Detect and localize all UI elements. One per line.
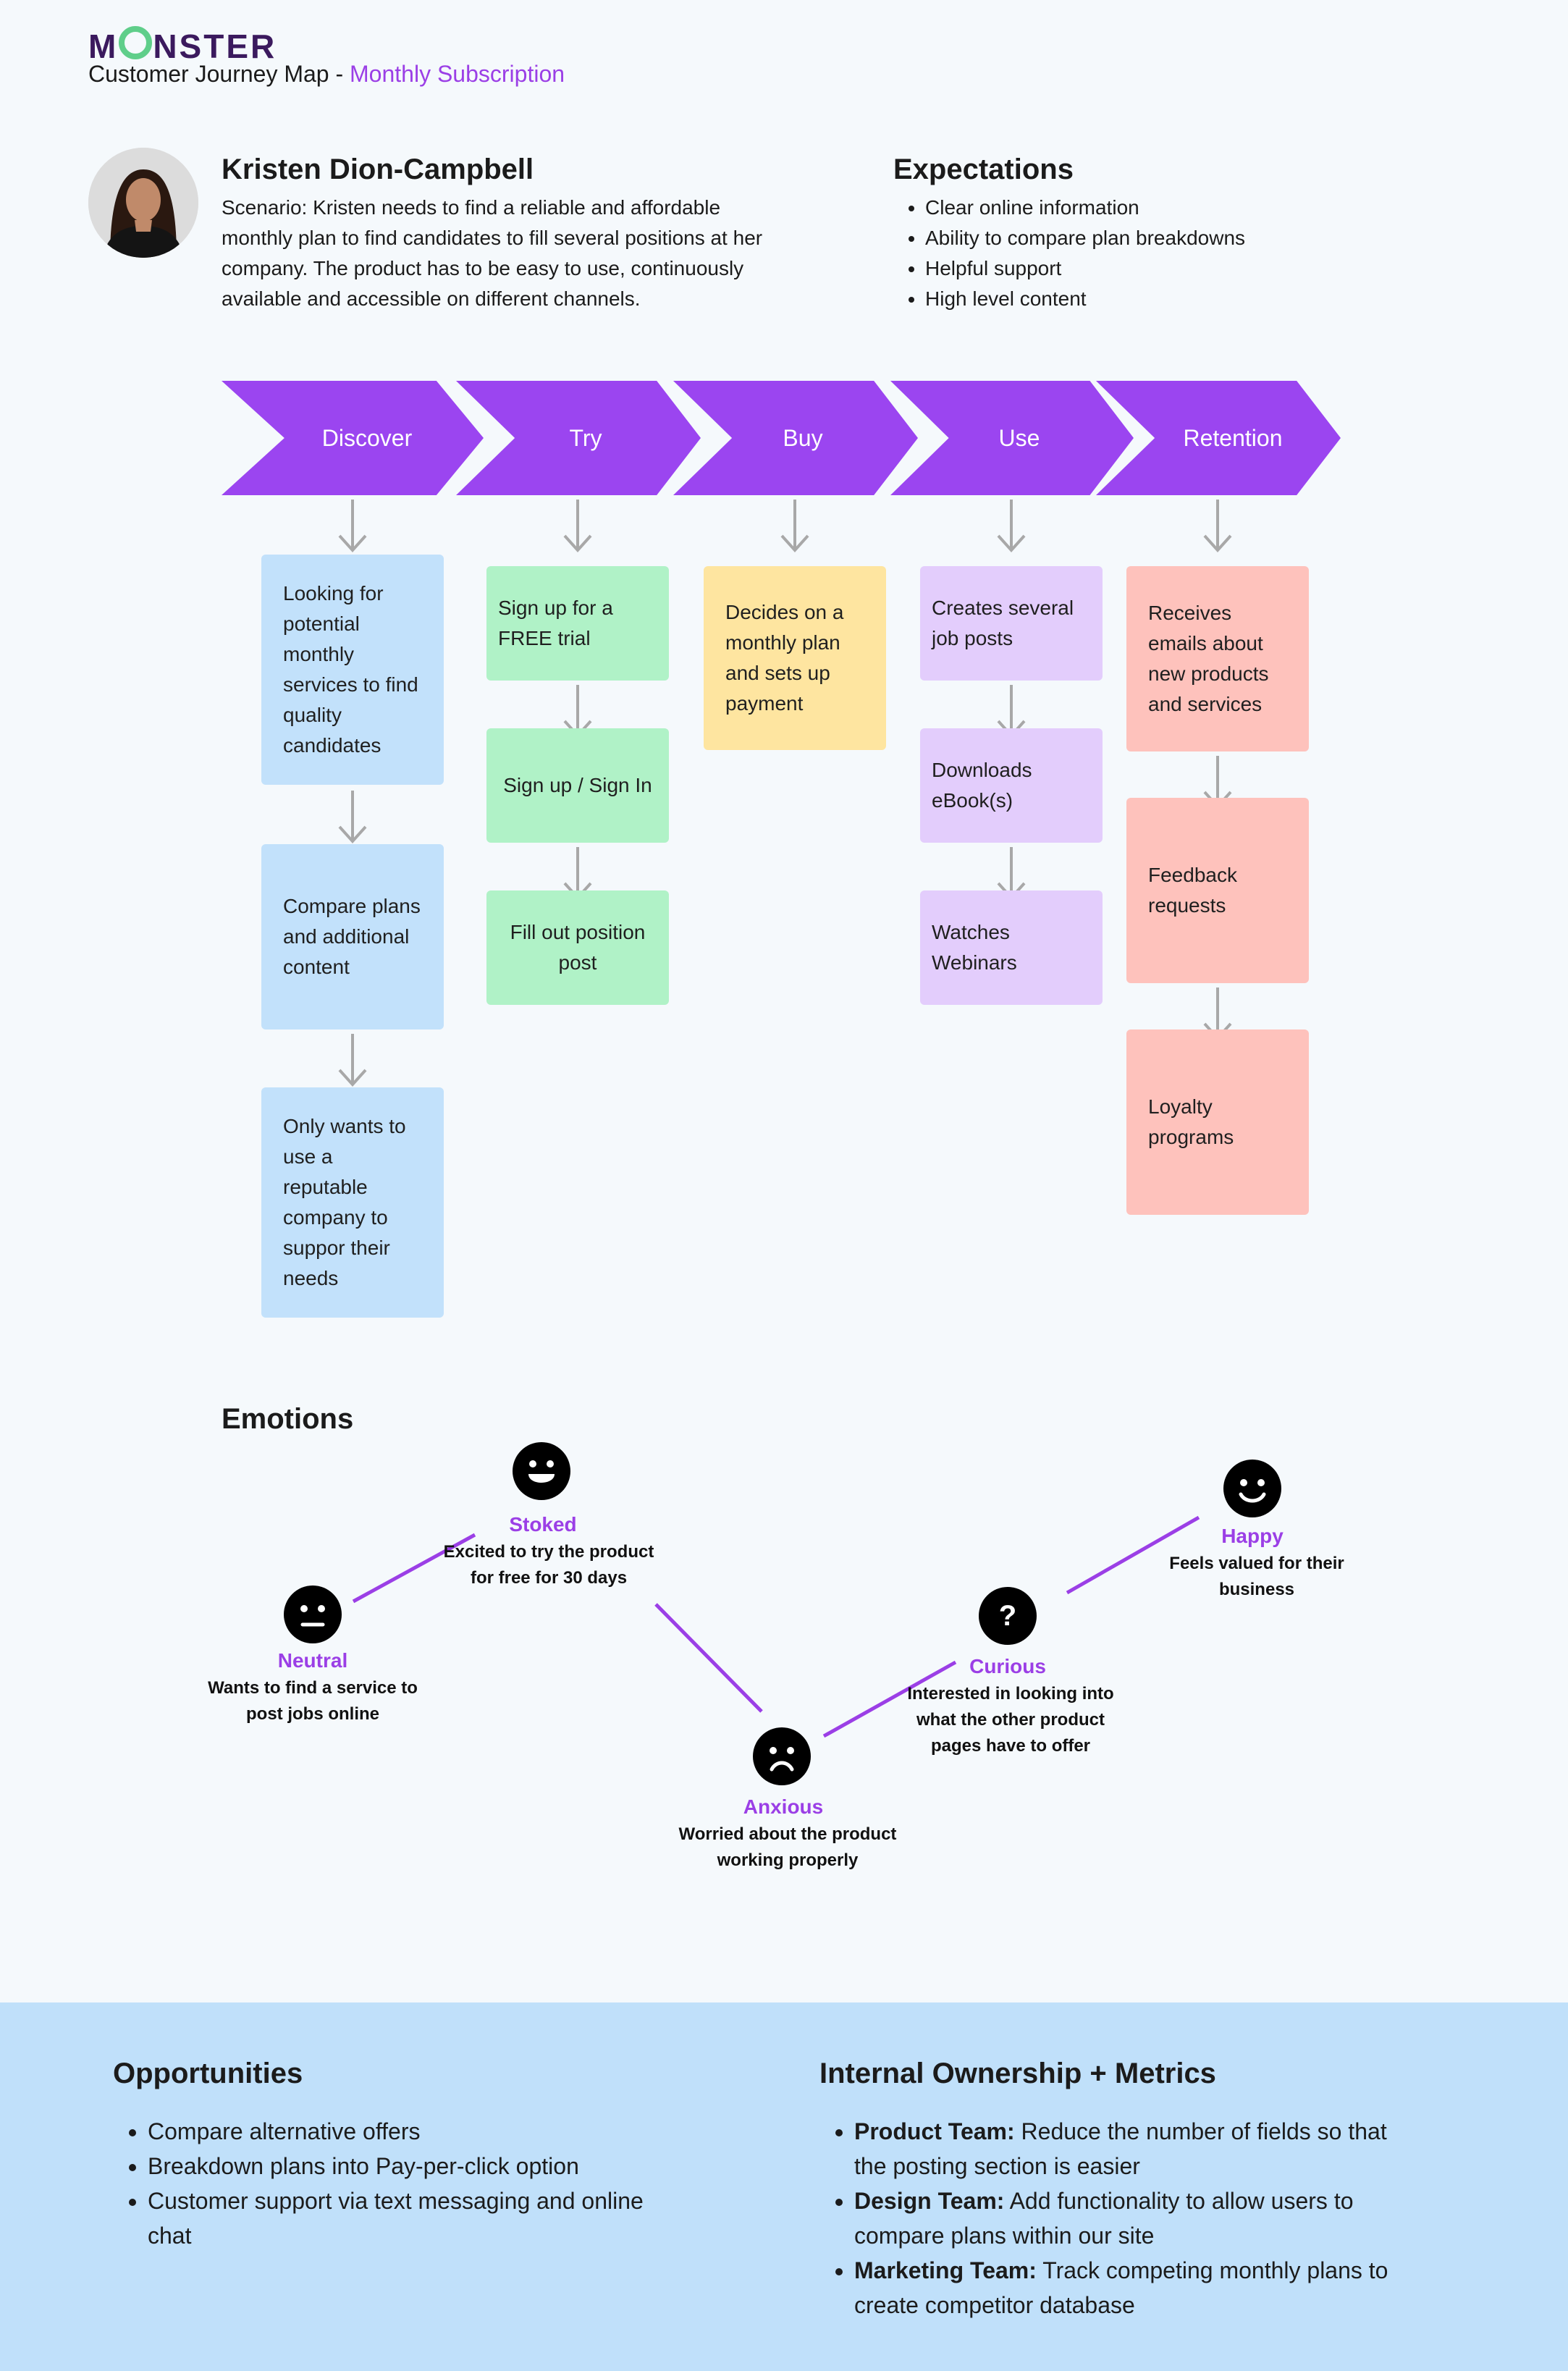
persona-photo-icon [88, 148, 198, 258]
title-prefix: Customer Journey Map - [88, 61, 350, 87]
grinning-face-icon [513, 1442, 570, 1504]
arrow-down-icon [780, 498, 809, 552]
expectation-item: Clear online information [925, 193, 1245, 223]
expectation-item: Helpful support [925, 253, 1245, 284]
emotion-line [1066, 1515, 1200, 1595]
ownership-item: Design Team: Add functionality to allow … [854, 2183, 1404, 2253]
ownership-item: Product Team: Reduce the number of field… [854, 2114, 1404, 2183]
team-metric: Reduce the number of fields so that the … [854, 2118, 1387, 2179]
emotion-desc: Wants to find a service to post jobs onl… [208, 1678, 418, 1724]
arrow-down-icon [338, 789, 367, 843]
question-face-icon: ? [979, 1587, 1037, 1645]
team-name: Product Team: [854, 2118, 1015, 2144]
expectation-item: High level content [925, 284, 1245, 314]
team-name: Marketing Team: [854, 2257, 1037, 2283]
discover-card: Only wants to use a reputable company to… [261, 1087, 444, 1318]
opportunity-item: Breakdown plans into Pay-per-click optio… [148, 2149, 683, 2183]
emotion-desc: Feels valued for their business [1169, 1554, 1344, 1599]
use-card: Creates several job posts [920, 566, 1103, 681]
persona-name: Kristen Dion-Campbell [222, 153, 534, 185]
emotion-line [352, 1533, 476, 1604]
arrow-down-icon [563, 498, 592, 552]
page-title: Customer Journey Map - Monthly Subscript… [88, 61, 565, 88]
emotion-desc: Interested in looking into what the othe… [907, 1684, 1114, 1756]
emotion-label: Neutral [277, 1649, 348, 1672]
arrow-down-icon [1203, 498, 1232, 552]
team-name: Design Team: [854, 2188, 1005, 2214]
persona-avatar [88, 148, 198, 258]
expectation-item: Ability to compare plan breakdowns [925, 223, 1245, 253]
expectations-title: Expectations [893, 153, 1074, 185]
frowning-face-icon [753, 1727, 811, 1789]
expectations-list: Clear online information Ability to comp… [893, 193, 1245, 314]
discover-card: Compare plans and additional content [261, 844, 444, 1029]
emotion-line [822, 1660, 957, 1738]
retention-card: Loyalty programs [1126, 1029, 1309, 1215]
ownership-item: Marketing Team: Track competing monthly … [854, 2253, 1404, 2322]
team-metric: Track competing monthly plans to create … [854, 2257, 1388, 2318]
ownership-title: Internal Ownership + Metrics [819, 2058, 1216, 2089]
persona-scenario: Scenario: Kristen needs to find a reliab… [222, 196, 763, 310]
retention-card: Receives emails about new products and s… [1126, 566, 1309, 751]
try-card: Sign up / Sign In [486, 728, 669, 843]
try-card: Sign up for a FREE trial [486, 566, 669, 681]
emotion-line [654, 1603, 763, 1713]
opportunities-list: Compare alternative offers Breakdown pla… [113, 2114, 683, 2253]
opportunity-item: Customer support via text messaging and … [148, 2183, 683, 2253]
emotion-label: Stoked [509, 1513, 577, 1536]
emotions-title: Emotions [222, 1403, 354, 1435]
discover-card: Looking for potential monthly services t… [261, 555, 444, 785]
buy-card: Decides on a monthly plan and sets up pa… [704, 566, 886, 750]
emotion-desc: Worried about the product working proper… [678, 1824, 897, 1870]
stage-retention: Retention [1096, 381, 1341, 495]
emotion-label: Anxious [743, 1795, 824, 1818]
arrow-down-icon [338, 1032, 367, 1086]
opportunities-title: Opportunities [113, 2058, 303, 2089]
title-accent: Monthly Subscription [350, 61, 565, 87]
use-card: Watches Webinars [920, 890, 1103, 1005]
emotion-label: Happy [1221, 1525, 1284, 1547]
arrow-down-icon [997, 498, 1026, 552]
ownership-list: Product Team: Reduce the number of field… [819, 2114, 1404, 2322]
use-card: Downloads eBook(s) [920, 728, 1103, 843]
retention-card: Feedback requests [1126, 798, 1309, 983]
smiling-face-icon [1223, 1460, 1281, 1521]
bottom-panel: Opportunities Compare alternative offers… [0, 2002, 1568, 2371]
arrow-down-icon [338, 498, 367, 552]
team-metric: Add functionality to allow users to comp… [854, 2188, 1354, 2249]
emotion-label: Curious [969, 1655, 1046, 1677]
emotion-desc: Excited to try the product for free for … [443, 1542, 654, 1588]
opportunity-item: Compare alternative offers [148, 2114, 683, 2149]
neutral-face-icon [284, 1585, 342, 1647]
logo-o-ring [119, 26, 153, 59]
try-card: Fill out position post [486, 890, 669, 1005]
